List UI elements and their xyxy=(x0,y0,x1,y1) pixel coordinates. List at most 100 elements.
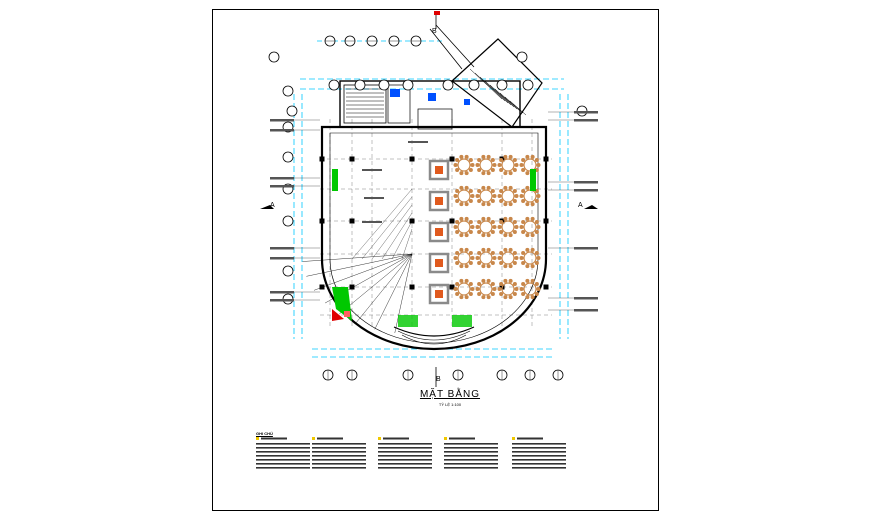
legend-line xyxy=(444,455,498,457)
legend-line xyxy=(378,447,432,449)
table-chair xyxy=(497,225,502,229)
platform-frame xyxy=(428,190,450,212)
legend-line xyxy=(312,463,366,465)
blue-fixture xyxy=(464,99,470,105)
drawing-title: MẶT BẰNG xyxy=(419,389,481,400)
platform-frame xyxy=(428,283,450,305)
entry-lobby xyxy=(417,108,453,130)
table-chair xyxy=(455,291,460,296)
table-chair xyxy=(512,158,517,163)
table-chair xyxy=(530,295,535,300)
structural-column xyxy=(449,284,455,290)
table-chair xyxy=(453,194,458,198)
table-chair xyxy=(503,278,508,283)
table-chair xyxy=(492,194,497,198)
table-chair xyxy=(481,264,486,269)
table-chair xyxy=(521,251,526,256)
table-chair xyxy=(464,185,469,190)
structural-column xyxy=(449,156,455,162)
annotation-text xyxy=(574,247,598,250)
legend-line xyxy=(444,459,498,461)
legend-line xyxy=(512,451,566,453)
table-chair xyxy=(464,154,469,159)
annotation-text xyxy=(574,297,598,300)
table-chair xyxy=(525,247,530,252)
table-chair xyxy=(459,295,464,300)
blue-fixture xyxy=(390,89,400,97)
table-chair xyxy=(534,220,539,225)
platform-core xyxy=(435,290,443,298)
notes-title: GHI CHÚ xyxy=(256,431,273,436)
annotation-text xyxy=(270,119,294,122)
table-chair xyxy=(512,291,517,296)
table-chair xyxy=(503,202,508,207)
table-chair xyxy=(497,194,502,198)
round-table xyxy=(501,282,515,296)
table-chair xyxy=(499,167,504,172)
floor-plan-drawing: A A B B xyxy=(256,11,598,469)
legend-line xyxy=(312,459,366,461)
platform-core xyxy=(435,197,443,205)
table-chair xyxy=(453,225,458,229)
table-chair xyxy=(477,251,482,256)
table-chair xyxy=(468,260,473,265)
table-chair xyxy=(470,163,475,167)
table-chair xyxy=(519,287,524,291)
structural-column xyxy=(349,156,355,162)
annotation-text xyxy=(574,119,598,122)
table-chair xyxy=(519,163,524,167)
round-table xyxy=(457,282,471,296)
table-chair xyxy=(453,163,458,167)
table-chair xyxy=(521,260,526,265)
radial-guide-line xyxy=(355,253,413,323)
table-chair xyxy=(497,163,502,167)
structural-column xyxy=(349,284,355,290)
round-table xyxy=(457,189,471,203)
table-chair xyxy=(470,194,475,198)
annotation-text xyxy=(574,189,598,192)
round-table xyxy=(523,251,537,265)
drawing-scale: TỶ LỆ 1:100 xyxy=(438,402,462,407)
table-chair xyxy=(508,171,513,176)
section-marker-a-left: A xyxy=(270,202,275,209)
axis-bubble xyxy=(516,51,528,63)
legend-line xyxy=(512,463,566,465)
radial-guide-line xyxy=(306,253,413,277)
section-marker-b-top: B xyxy=(432,28,437,35)
table-chair xyxy=(503,154,508,159)
table-chair xyxy=(481,247,486,252)
legend-swatch xyxy=(444,437,447,440)
table-chair xyxy=(490,198,495,203)
table-chair xyxy=(521,189,526,194)
table-chair xyxy=(525,185,530,190)
radial-guide-line xyxy=(302,253,413,262)
green-side-panel xyxy=(332,169,338,191)
table-chair xyxy=(468,291,473,296)
table-chair xyxy=(481,233,486,238)
table-chair xyxy=(534,291,539,296)
table-chair xyxy=(468,282,473,287)
round-table xyxy=(501,189,515,203)
legend-line xyxy=(378,455,432,457)
legend-line xyxy=(312,443,366,445)
table-chair xyxy=(519,256,524,260)
legend-line xyxy=(256,463,310,465)
table-chair xyxy=(503,171,508,176)
legend-line xyxy=(378,459,432,461)
round-table xyxy=(479,251,493,265)
radial-guide-line xyxy=(391,220,413,260)
table-chair xyxy=(492,287,497,291)
table-chair xyxy=(453,256,458,260)
table-chair xyxy=(503,233,508,238)
table-chair xyxy=(477,189,482,194)
axis-bubble xyxy=(282,85,294,97)
table-chair xyxy=(486,171,491,176)
table-chair xyxy=(521,198,526,203)
table-chair xyxy=(477,291,482,296)
table-chair xyxy=(475,194,480,198)
table-chair xyxy=(530,233,535,238)
table-chair xyxy=(468,158,473,163)
table-chair xyxy=(519,194,524,198)
legend-line xyxy=(444,467,498,469)
table-chair xyxy=(503,247,508,252)
